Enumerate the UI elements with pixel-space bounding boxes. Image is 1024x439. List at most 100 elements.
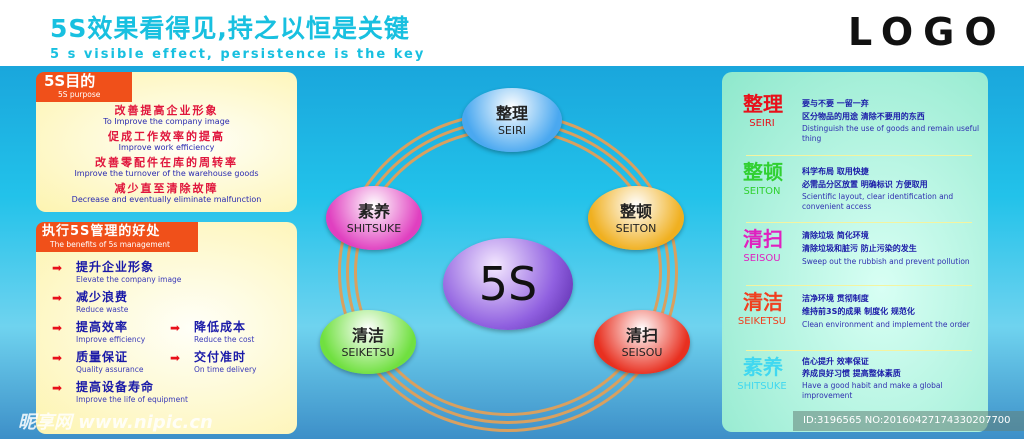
arrow-right-icon: ➡: [52, 321, 63, 335]
purpose-subtitle: 5S purpose: [58, 90, 101, 99]
benefit-item-cn: 质量保证: [76, 350, 129, 364]
node-cn: 素养: [357, 201, 390, 221]
page-title: 5S效果看得见,持之以恒是关键: [50, 14, 410, 43]
arrow-right-icon: ➡: [52, 351, 63, 365]
node-en: SHITSUKE: [346, 221, 402, 235]
purpose-item-en: Improve work efficiency: [118, 143, 215, 152]
benefit-item-cn: 降低成本: [194, 320, 247, 334]
detail-roman: SEIRI: [749, 118, 775, 129]
logo: LOGO: [848, 10, 1007, 54]
benefit-item-en: Reduce waste: [76, 305, 129, 314]
benefit-item-cn: 交付准时: [194, 350, 247, 364]
detail-line: 科学布局 取用快捷: [802, 167, 869, 176]
benefit-item-en: Improve efficiency: [76, 335, 146, 344]
purpose-item-cn: 改善零配件在库的周转率: [95, 156, 238, 169]
node-cn: 整顿: [619, 201, 652, 221]
detail-roman: SEISOU: [743, 253, 781, 264]
detail-title: 素养: [743, 355, 783, 379]
node-cn: 清洁: [351, 325, 384, 345]
detail-title: 整理: [743, 92, 783, 116]
purpose-item-cn: 减少直至清除故障: [114, 182, 219, 195]
benefit-item-cn: 提高设备寿命: [76, 380, 155, 394]
purpose-item-en: To Improve the company image: [103, 117, 230, 126]
benefit-item-cn: 提升企业形象: [76, 260, 155, 274]
header-band: 5S效果看得见,持之以恒是关键 5 s visible effect, pers…: [0, 0, 1024, 66]
purpose-tag: 5S目的 5S purpose: [36, 72, 132, 102]
center-5s: 5S: [443, 238, 573, 330]
detail-title: 整顿: [743, 160, 783, 184]
detail-line: 信心提升 效率保证: [802, 357, 869, 366]
arrow-right-icon: ➡: [52, 261, 63, 275]
detail-en: Have a good habit and make a global impr…: [802, 381, 943, 400]
detail-title: 清扫: [743, 227, 783, 251]
purpose-item-cn: 改善提高企业形象: [114, 104, 219, 117]
detail-line: 清除垃圾 简化环境: [802, 231, 869, 240]
benefits-title: 执行5S管理的好处: [42, 224, 161, 239]
detail-line: 养成良好习惯 提高整体素质: [802, 369, 901, 378]
node-en: SEISOU: [621, 345, 663, 359]
arrow-right-icon: ➡: [170, 321, 181, 335]
purpose-item-en: Decrease and eventually eliminate malfun…: [71, 195, 262, 204]
divider: [746, 222, 972, 223]
node-en: SEIRI: [497, 123, 527, 137]
watermark: 昵享网 www.nipic.cn: [18, 412, 213, 433]
benefit-item-cn: 减少浪费: [76, 290, 129, 304]
detail-roman: SEITON: [743, 186, 781, 197]
center-5s-label: 5S: [478, 257, 538, 311]
purpose-item-cn: 促成工作效率的提高: [108, 130, 225, 143]
detail-roman: SHITSUKE: [737, 381, 787, 392]
details-panel: 整理 SEIRI 要与不要 一留一弃区分物品的用途 清除不要用的东西 Distingu…: [722, 72, 988, 432]
arrow-right-icon: ➡: [52, 291, 63, 305]
node-cn: 清扫: [625, 325, 658, 345]
id-strip: ID:3196565 NO:20160427174330207700: [793, 411, 1024, 431]
detail-line: 清除垃圾和脏污 防止污染的发生: [802, 244, 917, 253]
benefits-subtitle: The benefits of 5s management: [50, 240, 170, 249]
benefit-item-cn: 提高效率: [76, 320, 129, 334]
benefit-item-en: Reduce the cost: [194, 335, 255, 344]
benefit-item-en: Quality assurance: [76, 365, 144, 374]
benefit-item-en: Improve the life of equipment: [76, 395, 188, 404]
node-en: SEITON: [615, 221, 657, 235]
detail-en: Distinguish the use of goods and remain …: [802, 124, 980, 143]
page-subtitle: 5 s visible effect, persistence is the k…: [50, 47, 426, 62]
divider: [746, 285, 972, 286]
benefit-item-en: Elevate the company image: [76, 275, 182, 284]
detail-en: Clean environment and implement the orde…: [802, 320, 970, 329]
purpose-item-en: Improve the turnover of the warehouse go…: [74, 169, 259, 178]
benefits-panel: 执行5S管理的好处 The benefits of 5s management …: [36, 222, 297, 434]
node-en: SEIKETSU: [341, 345, 395, 359]
detail-roman: SEIKETSU: [737, 316, 787, 327]
benefits-tag: 执行5S管理的好处 The benefits of 5s management: [36, 222, 198, 252]
arrow-right-icon: ➡: [52, 381, 63, 395]
arrow-right-icon: ➡: [170, 351, 181, 365]
detail-line: 区分物品的用途 清除不要用的东西: [802, 112, 925, 121]
detail-line: 维持前3S的成果 制度化 规范化: [802, 307, 915, 316]
divider: [746, 350, 972, 351]
node-cn: 整理: [495, 103, 528, 123]
detail-en: Sweep out the rubbish and prevent pollut…: [802, 257, 970, 266]
detail-line: 必需品分区放置 明确标识 方便取用: [802, 180, 928, 189]
detail-en: Scientific layout, clear identification …: [802, 192, 954, 211]
purpose-title: 5S目的: [44, 72, 96, 90]
benefit-item-en: On time delivery: [194, 365, 257, 374]
detail-line: 洁净环境 贯彻制度: [802, 294, 869, 303]
detail-line: 要与不要 一留一弃: [802, 99, 869, 108]
divider: [746, 155, 972, 156]
detail-title: 清洁: [743, 290, 783, 314]
